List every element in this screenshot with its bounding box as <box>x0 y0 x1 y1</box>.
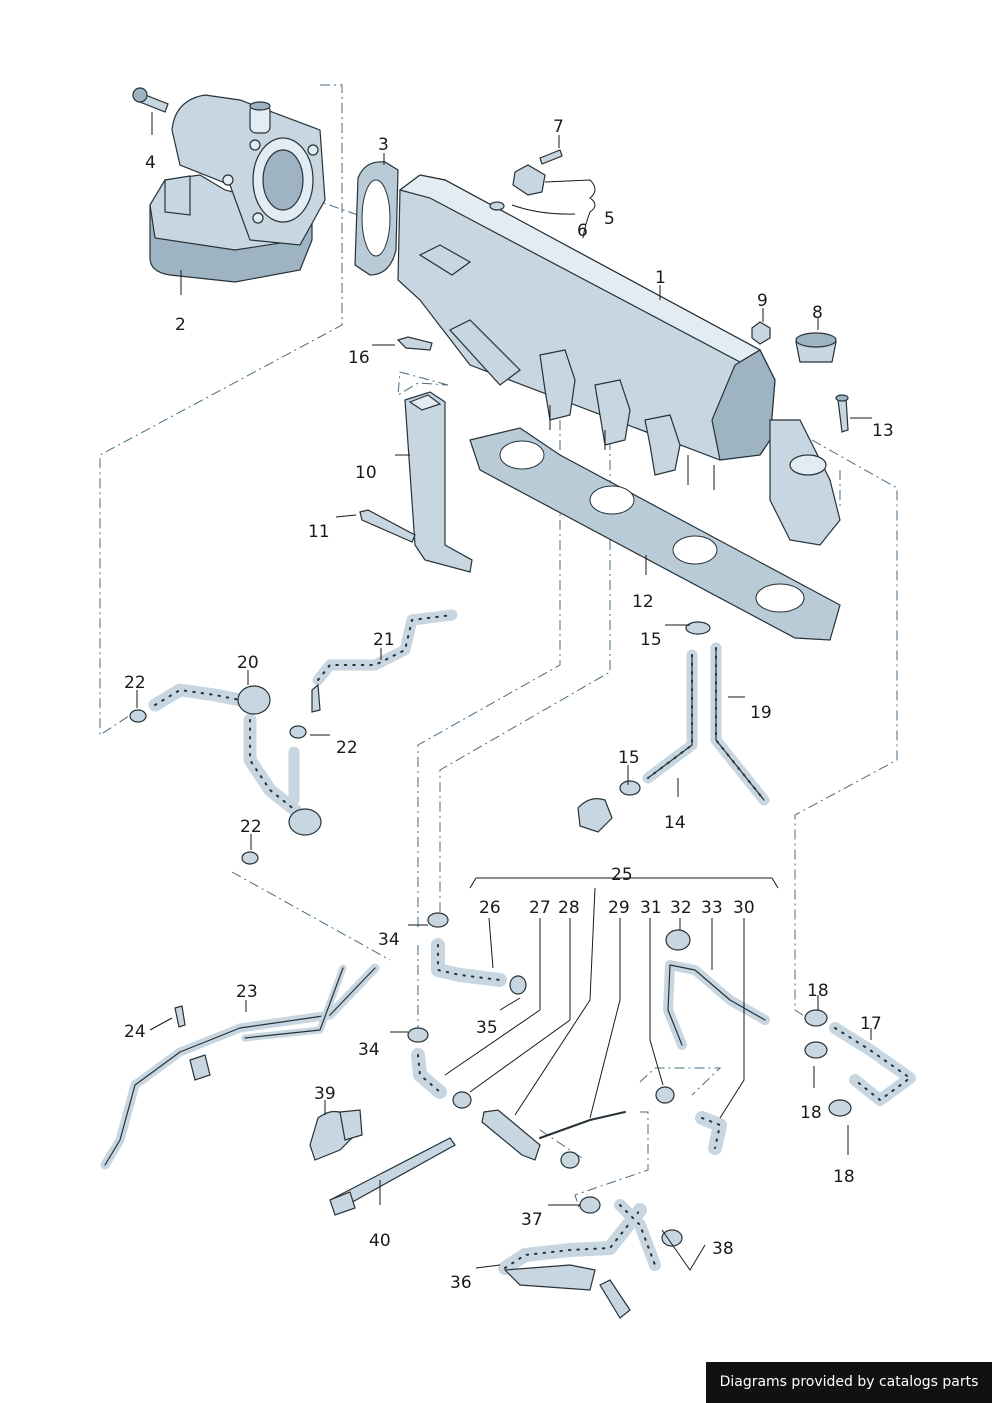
callout-label: 2 <box>175 315 186 335</box>
callout-label: 25 <box>611 865 633 885</box>
small-parts <box>396 321 849 433</box>
callout-label: 17 <box>860 1014 882 1034</box>
callout-label: 19 <box>750 703 772 723</box>
flange-assembly <box>489 149 563 211</box>
callout-label: 34 <box>378 930 400 950</box>
hose-group-25-38 <box>407 912 916 1319</box>
callout-label: 26 <box>479 898 501 918</box>
callout-label: 34 <box>358 1040 380 1060</box>
callout-label: 22 <box>240 817 262 837</box>
callout-label: 4 <box>145 153 156 173</box>
callout-label: 32 <box>670 898 692 918</box>
callout-label: 7 <box>553 117 564 137</box>
callout-label: 35 <box>476 1018 498 1038</box>
throttle-gasket <box>354 161 399 276</box>
callout-label: 18 <box>807 981 829 1001</box>
callout-label: 13 <box>872 421 894 441</box>
callout-label: 40 <box>369 1231 391 1251</box>
clip-and-tie <box>309 1109 456 1216</box>
callout-label: 11 <box>308 522 330 542</box>
credit-banner: Diagrams provided by catalogs parts <box>706 1362 992 1403</box>
bolt-4 <box>132 87 169 113</box>
intake-manifold <box>397 174 841 546</box>
callout-label: 15 <box>618 748 640 768</box>
callout-label: 31 <box>640 898 662 918</box>
throttle-body <box>149 94 326 283</box>
callout-label: 37 <box>521 1210 543 1230</box>
callout-label: 39 <box>314 1084 336 1104</box>
callout-label: 30 <box>733 898 755 918</box>
callout-label: 15 <box>640 630 662 650</box>
callout-label: 1 <box>655 268 666 288</box>
hose-line-23 <box>100 963 380 1170</box>
callout-label: 16 <box>348 348 370 368</box>
callout-label: 10 <box>355 463 377 483</box>
callout-label: 8 <box>812 303 823 323</box>
vacuum-hoses-14-19 <box>577 621 770 833</box>
bracket-10 <box>359 391 473 573</box>
callout-label: 28 <box>558 898 580 918</box>
leader-lines <box>136 112 872 1271</box>
callout-label: 14 <box>664 813 686 833</box>
callout-label: 12 <box>632 592 654 612</box>
callout-label: 21 <box>373 630 395 650</box>
manifold-gasket <box>469 427 841 641</box>
callout-label: 3 <box>378 135 389 155</box>
callout-label: 9 <box>757 291 768 311</box>
callout-label: 24 <box>124 1022 146 1042</box>
callout-label: 38 <box>712 1239 734 1259</box>
callout-label: 22 <box>336 738 358 758</box>
callout-label: 22 <box>124 673 146 693</box>
hose-group-20-22 <box>129 609 458 865</box>
callout-label: 5 <box>604 209 615 229</box>
callout-label: 27 <box>529 898 551 918</box>
callout-labels: 1 2 3 4 5 6 7 8 9 10 11 12 13 14 15 15 1… <box>124 117 894 1293</box>
callout-label: 29 <box>608 898 630 918</box>
callout-label: 6 <box>577 221 588 241</box>
callout-label: 18 <box>800 1103 822 1123</box>
callout-label: 23 <box>236 982 258 1002</box>
callout-label: 33 <box>701 898 723 918</box>
callout-label: 20 <box>237 653 259 673</box>
callout-label: 18 <box>833 1167 855 1187</box>
callout-label: 36 <box>450 1273 472 1293</box>
